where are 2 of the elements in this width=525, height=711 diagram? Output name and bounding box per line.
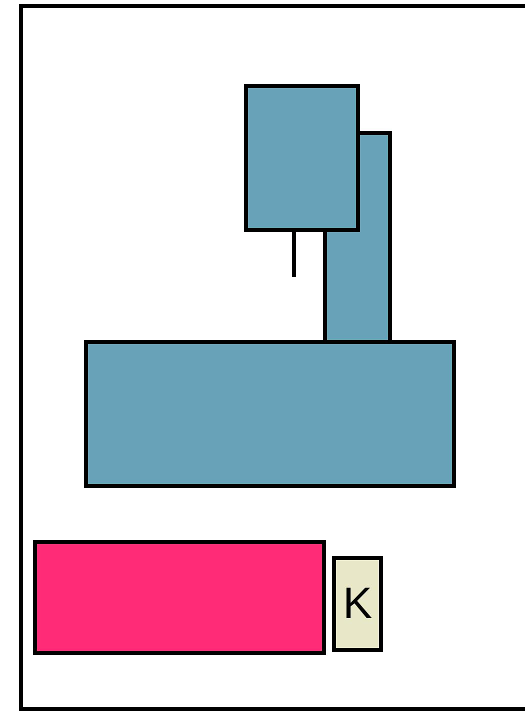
bar [33, 540, 326, 655]
letter-box: K [332, 556, 383, 652]
